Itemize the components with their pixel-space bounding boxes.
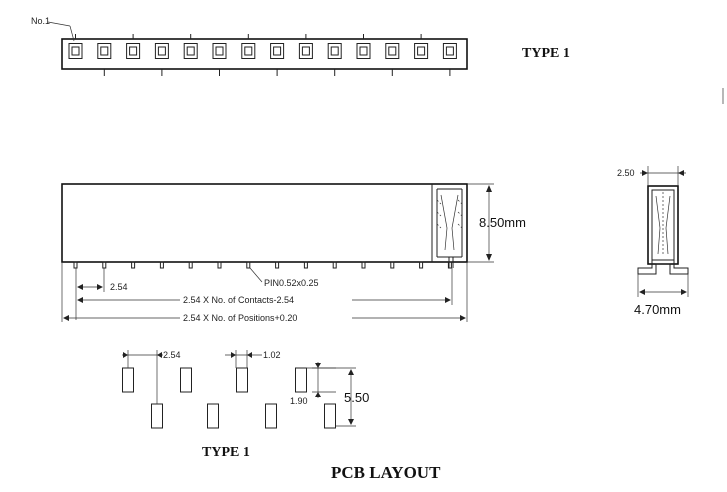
side-view-section bbox=[431, 184, 463, 268]
pcb-pad bbox=[180, 367, 192, 393]
side-pin-lead bbox=[102, 261, 107, 269]
side-pin-lead bbox=[361, 261, 366, 269]
pcb-pad bbox=[151, 403, 163, 429]
pcb-pad bbox=[236, 367, 248, 393]
side-pitch-label: 2.54 bbox=[110, 282, 128, 292]
side-view-body bbox=[61, 183, 468, 263]
side-view-pins bbox=[73, 261, 452, 269]
top-pin-contact bbox=[71, 46, 80, 56]
top-pin-socket bbox=[270, 43, 285, 59]
top-pin-socket bbox=[97, 43, 112, 59]
pcb-layout-title: PCB LAYOUT bbox=[331, 463, 441, 482]
top-pin-contact bbox=[388, 46, 397, 56]
side-pin-lead bbox=[419, 261, 424, 269]
top-pin-contact bbox=[157, 46, 166, 56]
pcb-pitch-label: 2.54 bbox=[163, 350, 181, 360]
side-view: 8.50mm 2.54 PIN0.52x0.25 2.54 X No. of C… bbox=[61, 183, 526, 324]
pcb-type-label: TYPE 1 bbox=[202, 445, 250, 460]
side-pin-lead bbox=[275, 261, 280, 269]
pin1-label: No.1 bbox=[31, 16, 50, 26]
top-pin-contact bbox=[359, 46, 368, 56]
top-pin-contact bbox=[215, 46, 224, 56]
top-pin-contact bbox=[445, 46, 454, 56]
top-pin-contact bbox=[100, 46, 109, 56]
positions-formula-label: 2.54 X No. of Positions+0.20 bbox=[183, 313, 297, 323]
end-depth-label: 4.70mm bbox=[634, 302, 681, 317]
side-pin-lead bbox=[159, 261, 164, 269]
top-view-pins bbox=[68, 34, 457, 76]
top-pin-socket bbox=[212, 43, 227, 59]
pcb-pad bbox=[324, 403, 336, 429]
pcb-pad bbox=[207, 403, 219, 429]
top-pin-contact bbox=[330, 46, 339, 56]
side-pin-lead bbox=[246, 261, 251, 269]
side-pin-lead bbox=[131, 261, 136, 269]
pcb-pad bbox=[295, 367, 307, 393]
side-pin-lead bbox=[73, 261, 78, 269]
top-pin-socket bbox=[154, 43, 169, 59]
top-pin-contact bbox=[129, 46, 138, 56]
pcb-pad-width-label: 1.02 bbox=[263, 350, 281, 360]
top-pin-socket bbox=[183, 43, 198, 59]
pin1-leader bbox=[47, 21, 71, 27]
end-width-label: 2.50 bbox=[617, 168, 635, 178]
contacts-formula-label: 2.54 X No. of Contacts-2.54 bbox=[183, 295, 294, 305]
top-pin-socket bbox=[241, 43, 256, 59]
top-view: No.1 TYPE 1 bbox=[31, 16, 570, 76]
top-pin-contact bbox=[244, 46, 253, 56]
top-pin-socket bbox=[126, 43, 141, 59]
pin-size-label: PIN0.52x0.25 bbox=[264, 278, 319, 288]
side-pin-lead bbox=[303, 261, 308, 269]
pcb-pad bbox=[265, 403, 277, 429]
top-pin-socket bbox=[385, 43, 400, 59]
top-view-body bbox=[61, 38, 468, 70]
top-pin-socket bbox=[442, 43, 457, 59]
top-pin-contact bbox=[186, 46, 195, 56]
side-pin-lead bbox=[217, 261, 222, 269]
side-pin-lead bbox=[390, 261, 395, 269]
end-view: 2.50 4.70mm bbox=[617, 166, 689, 317]
top-type-label: TYPE 1 bbox=[522, 46, 570, 61]
pcb-row-spacing-label: 5.50 bbox=[344, 390, 369, 405]
pin1-leader-tail bbox=[69, 25, 75, 42]
side-pin-lead bbox=[332, 261, 337, 269]
pcb-pad-height-label: 1.90 bbox=[290, 396, 308, 406]
top-pin-socket bbox=[68, 43, 83, 59]
height-dimension-label: 8.50mm bbox=[479, 215, 526, 230]
top-pin-socket bbox=[298, 43, 313, 59]
top-pin-socket bbox=[327, 43, 342, 59]
top-pin-contact bbox=[417, 46, 426, 56]
side-pin-lead bbox=[447, 261, 452, 269]
pcb-layout: 2.54 1.02 1.90 5.50 TYPE 1 PCB LAYOUT bbox=[122, 350, 441, 482]
pcb-pad bbox=[122, 367, 134, 393]
top-pin-contact bbox=[301, 46, 310, 56]
top-pin-socket bbox=[356, 43, 371, 59]
top-pin-contact bbox=[273, 46, 282, 56]
side-pin-lead bbox=[188, 261, 193, 269]
top-pin-socket bbox=[414, 43, 429, 59]
